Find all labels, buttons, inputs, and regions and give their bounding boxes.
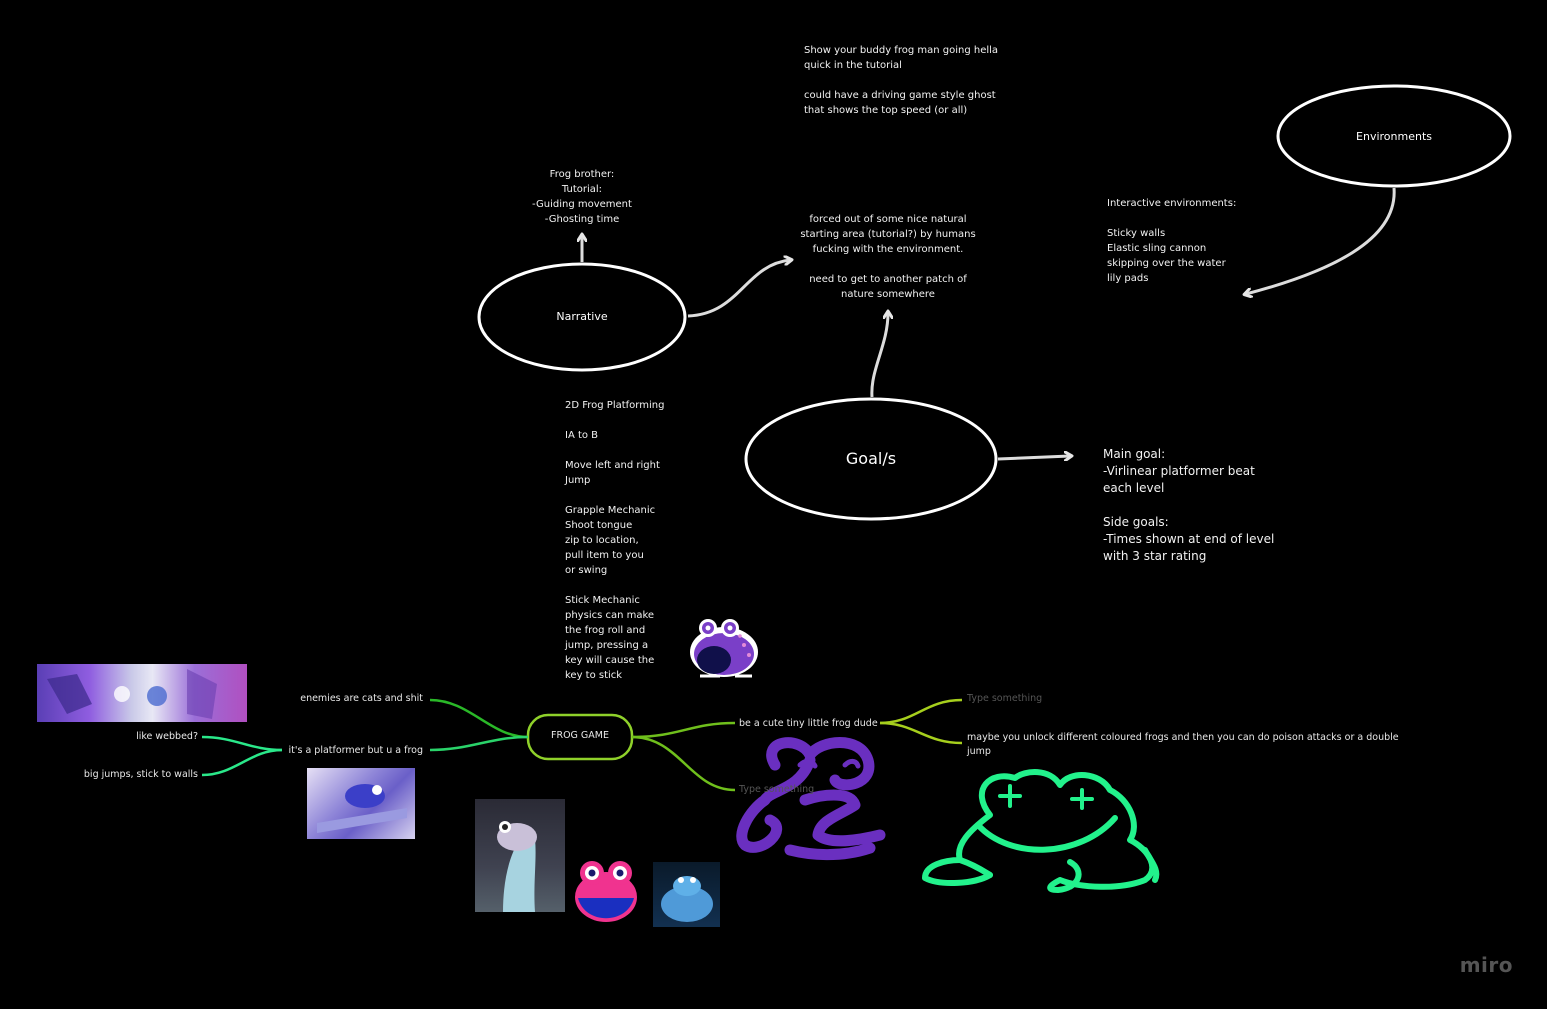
branch-cute[interactable] [631,721,736,739]
arrow-goals-to-goals-detail[interactable] [997,456,1070,459]
mechanics-note[interactable]: 2D Frog Platforming IA to B Move left an… [565,400,665,681]
story-note[interactable]: forced out of some nice natural starting… [800,214,976,300]
blue-frog-art [661,876,713,922]
branch-placeholder-1[interactable] [879,698,963,725]
mindmap-big-jumps[interactable]: big jumps, stick to walls [83,769,198,780]
frog-face-sticker [575,861,637,922]
interactive-environments-note[interactable]: Interactive environments: Sticky walls E… [1107,198,1237,284]
goals-node-shape[interactable] [744,397,998,521]
goals-detail-note[interactable]: Main goal: -Virlinear platformer beat ea… [1103,447,1275,563]
frog-brother-note[interactable]: Frog brother: Tutorial: -Guiding movemen… [532,169,632,225]
branch-platformer[interactable] [429,735,529,752]
environments-node-shape[interactable] [1276,84,1512,188]
arrow-environments-to-interactive[interactable] [1246,187,1396,294]
environments-node-label: Environments [1356,130,1432,143]
purple-frog-doodle[interactable] [736,737,886,861]
branch-enemies[interactable] [429,698,529,739]
webbed-screenshot-image[interactable] [37,664,247,722]
mindmap-placeholder-2[interactable]: Type something [739,784,815,795]
mindmap-enemies[interactable]: enemies are cats and shit [300,693,423,704]
tutorial-ghost-note[interactable]: Show your buddy frog man going hella qui… [804,45,999,116]
frog-photo-art [317,784,407,833]
arrow-goals-to-story[interactable] [870,313,888,398]
blue-frog-photo-image[interactable] [653,862,720,927]
mindmap-placeholder-1[interactable]: Type something [967,693,1043,704]
glass-frog-art [497,821,537,912]
mindmap-unlock[interactable]: maybe you unlock different coloured frog… [967,732,1399,757]
mindmap-cute[interactable]: be a cute tiny little frog dude [739,718,878,729]
branch-placeholder-2[interactable] [631,735,736,792]
glass-frog-photo-image[interactable] [475,799,565,912]
green-frog-doodle[interactable] [922,769,1160,893]
branch-webbed[interactable] [201,735,283,752]
arrow-narrative-to-story[interactable] [687,260,790,318]
purple-frog-sticker [690,619,758,678]
mindmap-platformer[interactable]: it's a platformer but u a frog [288,745,423,756]
miro-logo: miro [1459,953,1513,977]
narrative-node-label: Narrative [556,310,608,323]
branch-unlock[interactable] [879,721,963,745]
narrative-node-shape[interactable] [477,262,687,372]
mindmap-webbed[interactable]: like webbed? [136,731,198,742]
frog-photo-purple-image[interactable] [307,768,415,839]
mindmap-root-label[interactable]: FROG GAME [551,730,609,741]
goals-node-label: Goal/s [845,449,897,468]
branch-big-jumps[interactable] [201,748,283,777]
game-screenshot-art [47,669,217,719]
